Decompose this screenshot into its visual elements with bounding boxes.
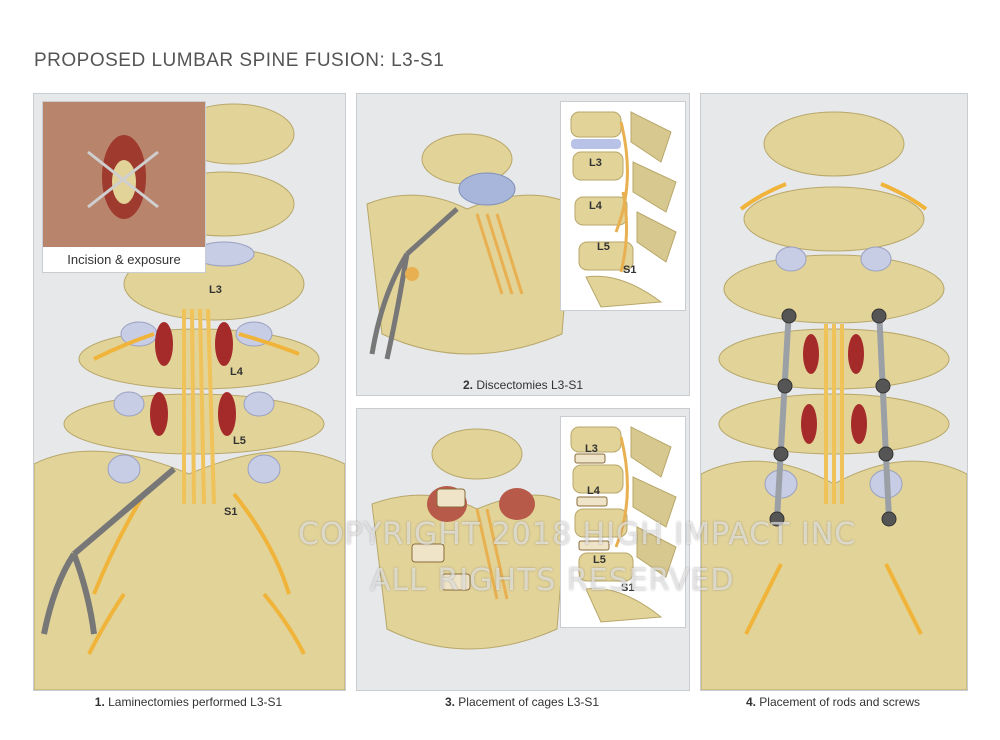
label-2-l4: L4 [589, 200, 602, 212]
caption-panel-3: 3. Placement of cages L3-S1 [356, 695, 688, 709]
caption-text-3: Placement of cages L3-S1 [458, 695, 600, 709]
caption-text-1: Laminectomies performed L3-S1 [108, 695, 283, 709]
caption-number-4: 4. [745, 695, 756, 709]
inset-incision: Incision & exposure [42, 101, 206, 273]
watermark-line-1: COPYRIGHT 2018 HIGH IMPACT INC [298, 517, 857, 552]
label-2-l5: L5 [597, 241, 610, 253]
inset-lateral-2: L3 L4 L5 S1 [560, 101, 686, 311]
spine-illustration-3 [371, 428, 568, 650]
caption-panel-1: 1. Laminectomies performed L3-S1 [33, 695, 344, 709]
lateral-spine-3 [561, 417, 685, 627]
label-2-s1: S1 [623, 264, 637, 276]
label-s1: S1 [224, 506, 238, 518]
lateral-spine-2 [561, 102, 685, 310]
watermark-line-2: ALL RIGHTS RESERVED [370, 563, 735, 598]
spine-illustration-4 [701, 111, 967, 690]
panel-cages: L3 L4 L5 S1 [356, 408, 690, 691]
caption-panel-4: 4. Placement of rods and screws [700, 695, 966, 709]
label-3-l5: L5 [593, 554, 606, 566]
caption-number-2: 2. [462, 378, 473, 392]
page-title: PROPOSED LUMBAR SPINE FUSION: L3-S1 [34, 50, 445, 71]
incision-illustration [43, 102, 205, 247]
caption-panel-2: 2. Discectomies L3-S1 [357, 378, 689, 392]
panel-discectomies: L3 L4 L5 S1 2. Discectomies L3-S1 [356, 93, 690, 396]
label-l5: L5 [233, 435, 246, 447]
inset-caption: Incision & exposure [67, 252, 181, 267]
caption-number-3: 3. [444, 695, 455, 709]
caption-text-4: Placement of rods and screws [759, 695, 921, 709]
inset-lateral-3: L3 L4 L5 S1 [560, 416, 686, 628]
panel-rods-screws [700, 93, 968, 691]
caption-text-2: Discectomies L3-S1 [476, 378, 584, 392]
spine-illustration-1 [34, 103, 345, 690]
label-2-l3: L3 [589, 157, 602, 169]
spine-illustration-2 [366, 133, 573, 360]
label-l3: L3 [209, 284, 222, 296]
label-3-l4: L4 [587, 485, 600, 497]
label-3-s1: S1 [621, 582, 635, 594]
label-l4: L4 [230, 366, 243, 378]
caption-number-1: 1. [94, 695, 105, 709]
label-3-l3: L3 [585, 443, 598, 455]
panel-laminectomies: L3 L4 L5 S1 Incision & exposure [33, 93, 346, 691]
